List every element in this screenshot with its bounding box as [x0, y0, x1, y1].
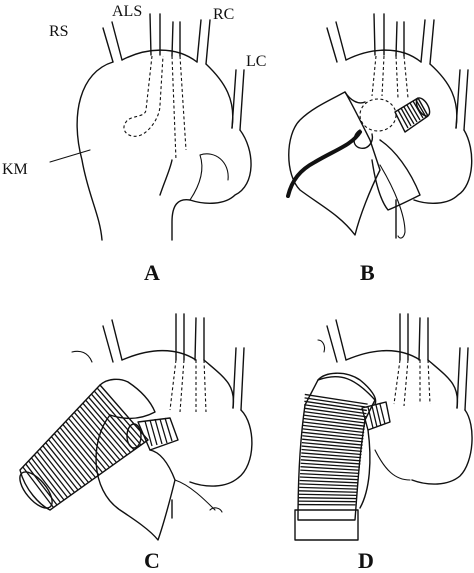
label-km: KM: [2, 161, 28, 178]
graft-rib: [88, 396, 135, 451]
graft-rib: [56, 430, 97, 478]
graft-rib: [30, 457, 65, 501]
graft-rib: [299, 479, 359, 484]
graft-rib: [299, 476, 359, 481]
graft-rib: [53, 433, 93, 481]
graft-rib: [304, 397, 368, 408]
graft-rib: [298, 493, 357, 497]
label-lc: LC: [246, 53, 266, 70]
graft-rib: [96, 387, 145, 443]
curved-graft: [294, 372, 377, 541]
graft-rib: [301, 441, 363, 449]
right-carotid-vessel: [196, 19, 202, 63]
graft-rib: [301, 452, 362, 459]
graft-rib: [302, 431, 364, 440]
graft-rib: [304, 393, 368, 405]
anastomosis-site: [359, 98, 397, 132]
graft-rib: [93, 390, 142, 446]
graft-rib: [298, 497, 357, 500]
graft-rib: [299, 483, 358, 487]
graft-rib: [303, 417, 366, 427]
graft-rib: [36, 451, 72, 496]
graft-rib: [300, 472, 359, 478]
graft-rib: [304, 404, 367, 415]
graft-rib: [300, 462, 361, 468]
panel-label-c: C: [144, 548, 160, 573]
graft-rib: [90, 393, 138, 448]
aberrant-left-subclavian-vessel: [149, 13, 152, 56]
graft-rib: [300, 469, 360, 475]
panel-label-b: B: [360, 260, 375, 285]
kommerell-body: [76, 49, 252, 241]
graft-rib: [70, 414, 114, 466]
graft-rib: [33, 454, 69, 498]
graft-rib: [39, 448, 76, 493]
graft-rib: [302, 424, 365, 434]
graft-rib: [303, 407, 367, 418]
guide-wire: [286, 130, 362, 198]
aortic-stump: [99, 378, 156, 420]
label-rc: RC: [213, 6, 234, 23]
graft-rib: [299, 486, 358, 490]
graft-rib: [303, 421, 365, 430]
graft-rib: [298, 500, 356, 503]
graft-rib: [42, 445, 79, 491]
graft-rib: [59, 427, 100, 476]
graft-rib: [79, 405, 124, 458]
large-graft: [19, 384, 149, 511]
graft-rib: [22, 466, 55, 508]
km-pointer-line: [49, 149, 91, 163]
graft-rib: [76, 408, 121, 461]
graft-rib: [48, 439, 86, 486]
label-als: ALS: [112, 3, 142, 20]
panel-label-a: A: [144, 260, 160, 285]
graft-rib: [73, 411, 117, 463]
graft-rib: [301, 455, 361, 462]
opened-aortic-flap: [288, 91, 381, 236]
graft-rib: [303, 411, 366, 421]
graft-rib: [50, 436, 90, 483]
graft-rib: [85, 399, 131, 453]
graft-rib: [303, 414, 366, 424]
graft-rib: [300, 459, 361, 465]
graft-rib: [301, 448, 362, 456]
graft-rib: [302, 428, 364, 437]
graft-rib: [304, 400, 367, 412]
right-subclavian-vessel: [111, 21, 123, 61]
graft-rib: [299, 490, 357, 493]
graft-rib: [28, 460, 62, 503]
graft-rib: [65, 421, 107, 471]
label-rs: RS: [49, 23, 69, 40]
panel-a-drawing: [49, 13, 252, 241]
small-graft: [394, 97, 431, 133]
graft-rib: [300, 466, 360, 471]
hidden-aberrant-course: [123, 55, 164, 137]
panel-d-drawing: [294, 313, 473, 541]
panel-b-drawing: [286, 13, 473, 239]
graft-rib: [82, 402, 128, 456]
panel-label-d: D: [358, 548, 374, 573]
graft-rib: [68, 417, 110, 468]
panel-c-drawing: [19, 313, 253, 541]
graft-rib: [302, 435, 364, 443]
graft-rib: [302, 438, 363, 446]
graft-rib: [45, 442, 83, 488]
graft-rib: [301, 445, 362, 453]
